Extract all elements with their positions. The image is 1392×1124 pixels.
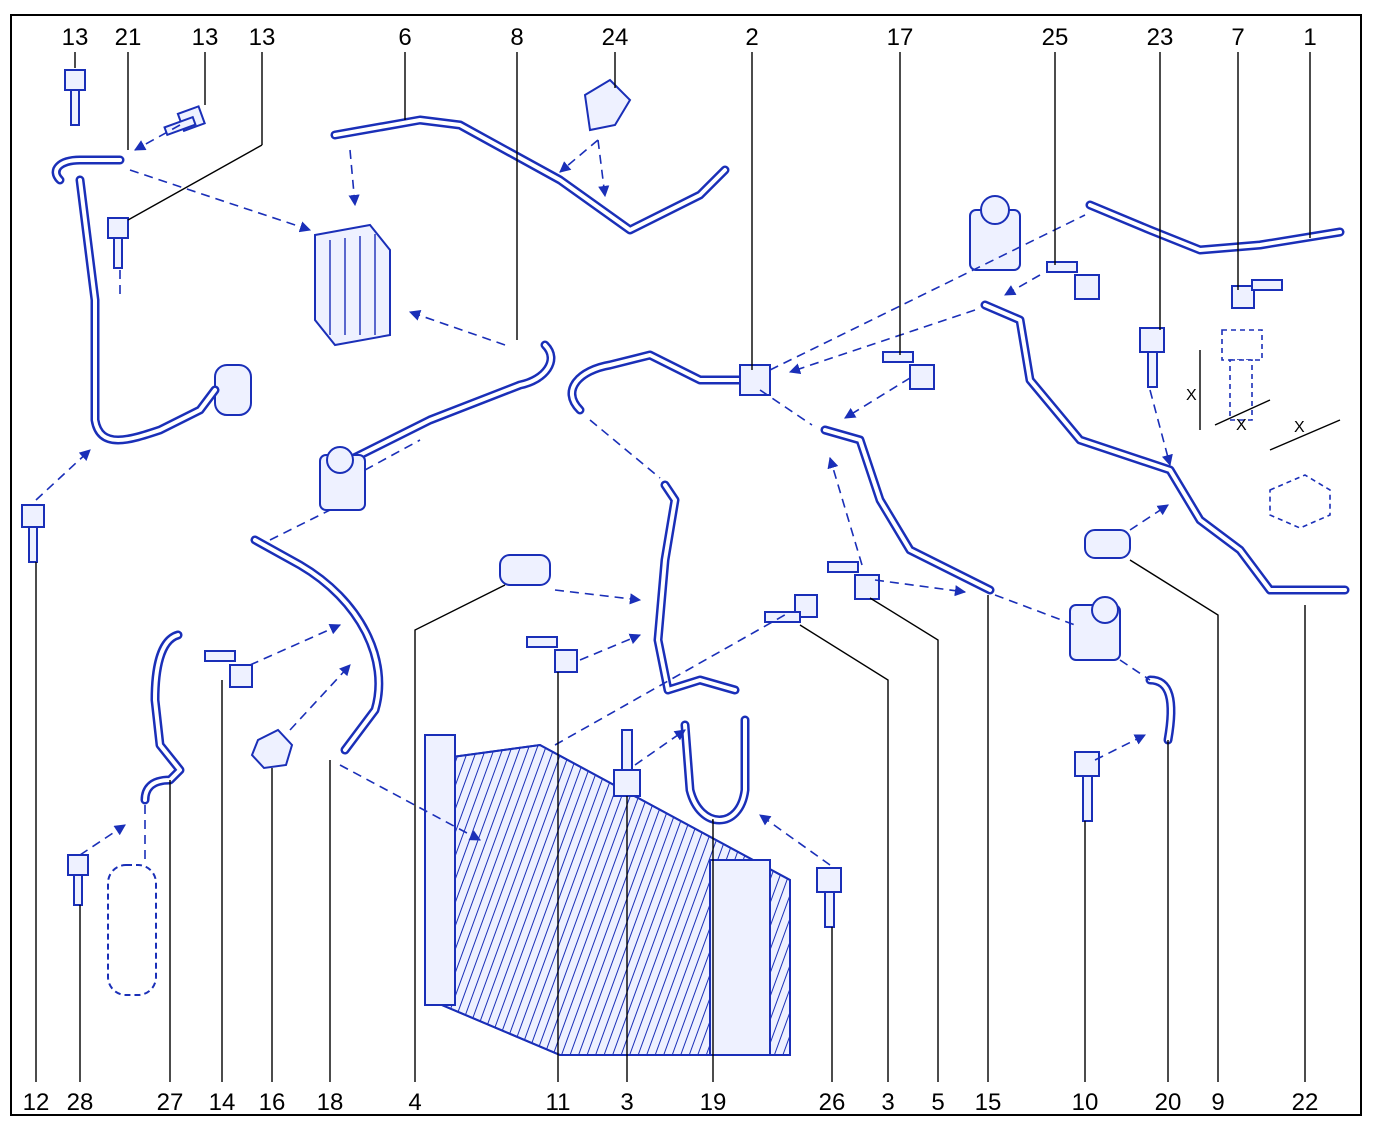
bolt-11: [526, 636, 578, 673]
tube-21: [51, 155, 220, 445]
bolts: [21, 69, 1283, 928]
leader-lines: [35, 52, 1311, 1082]
tube-27: [140, 630, 185, 805]
tube-22: [980, 300, 1350, 595]
condenser: [424, 734, 791, 1056]
callout-13-b: 13: [192, 24, 219, 51]
bolt-28: [67, 854, 89, 906]
callout-27: 27: [157, 1089, 184, 1116]
callout-12: 12: [23, 1089, 50, 1116]
clamp-4: [499, 554, 551, 586]
callout-2: 2: [745, 24, 758, 51]
callout-5: 5: [931, 1089, 944, 1116]
callout-8: 8: [510, 24, 523, 51]
callout-9: 9: [1211, 1089, 1224, 1116]
bolt-7: [1231, 279, 1283, 309]
valve-middle: [319, 446, 366, 511]
accumulator: [214, 364, 252, 416]
tube-3: [653, 480, 740, 695]
callout-28: 28: [67, 1089, 94, 1116]
dimension-detail-nut: X: [1269, 419, 1341, 529]
callout-15: 15: [975, 1089, 1002, 1116]
callout-7: 7: [1231, 24, 1244, 51]
dimension-label-x-1: X: [1186, 387, 1197, 404]
bolt-13-top: [64, 69, 86, 126]
bolt-10: [1074, 751, 1100, 822]
assembly-arrows: [35, 124, 1173, 866]
callout-19: 19: [700, 1089, 727, 1116]
bolt-13-mid: [163, 105, 206, 137]
bolt-26: [816, 867, 842, 928]
clamp-9: [1084, 529, 1131, 559]
tube-2: [567, 350, 755, 415]
bolt-14: [204, 650, 253, 688]
valve-upper-right: [969, 195, 1021, 271]
nut-16: [250, 728, 294, 770]
callout-24: 24: [602, 24, 629, 51]
callout-13-c: 13: [249, 24, 276, 51]
bolt-5: [827, 561, 880, 600]
callout-22: 22: [1292, 1089, 1319, 1116]
callouts-top: 13 21 13 13 6 8 24 2 17 25 23 7 1: [62, 24, 1317, 51]
dimension-detail-bolt: X X: [1186, 329, 1271, 434]
valve-right: [1069, 596, 1121, 661]
bracket-24: [583, 78, 632, 132]
tube-15: [820, 425, 995, 595]
callout-13-a: 13: [62, 24, 89, 51]
tube-18: [250, 535, 384, 755]
diagram-frame: [10, 14, 1362, 1116]
tube-19: [680, 715, 750, 825]
bolt-23: [1139, 327, 1165, 388]
dimension-label-x-2: X: [1236, 417, 1247, 434]
tube-20: [1145, 675, 1176, 745]
callout-26: 26: [819, 1089, 846, 1116]
callout-16: 16: [259, 1089, 286, 1116]
callout-18: 18: [317, 1089, 344, 1116]
bolt-3-stud: [613, 729, 641, 797]
callout-20: 20: [1155, 1089, 1182, 1116]
oil-cooler: [314, 223, 391, 347]
bolt-3-right: [764, 594, 818, 623]
callout-4: 4: [408, 1089, 421, 1116]
block-2: [739, 364, 771, 396]
tube-6: [330, 115, 730, 235]
bolt-25: [1046, 261, 1100, 300]
tube-1: [1085, 200, 1345, 255]
bolt-12: [21, 504, 45, 563]
callouts-bottom: 12 28 27 14 16 18 4 11 3 19 26 3 5 15 10…: [23, 1089, 1319, 1116]
callout-3-b: 3: [881, 1089, 894, 1116]
callout-25: 25: [1042, 24, 1069, 51]
tube-8: [345, 340, 556, 465]
bolt-17: [882, 351, 935, 390]
callout-3-a: 3: [620, 1089, 633, 1116]
callout-23: 23: [1147, 24, 1174, 51]
dimension-label-x-3: X: [1294, 419, 1305, 436]
bolt-13-left: [107, 217, 129, 269]
callout-1: 1: [1303, 24, 1316, 51]
callout-21: 21: [115, 24, 142, 51]
receiver-drier: [107, 864, 157, 996]
callout-6: 6: [398, 24, 411, 51]
callout-11: 11: [546, 1089, 571, 1116]
callout-17: 17: [887, 24, 914, 51]
callout-14: 14: [209, 1089, 236, 1116]
callout-10: 10: [1072, 1089, 1099, 1116]
